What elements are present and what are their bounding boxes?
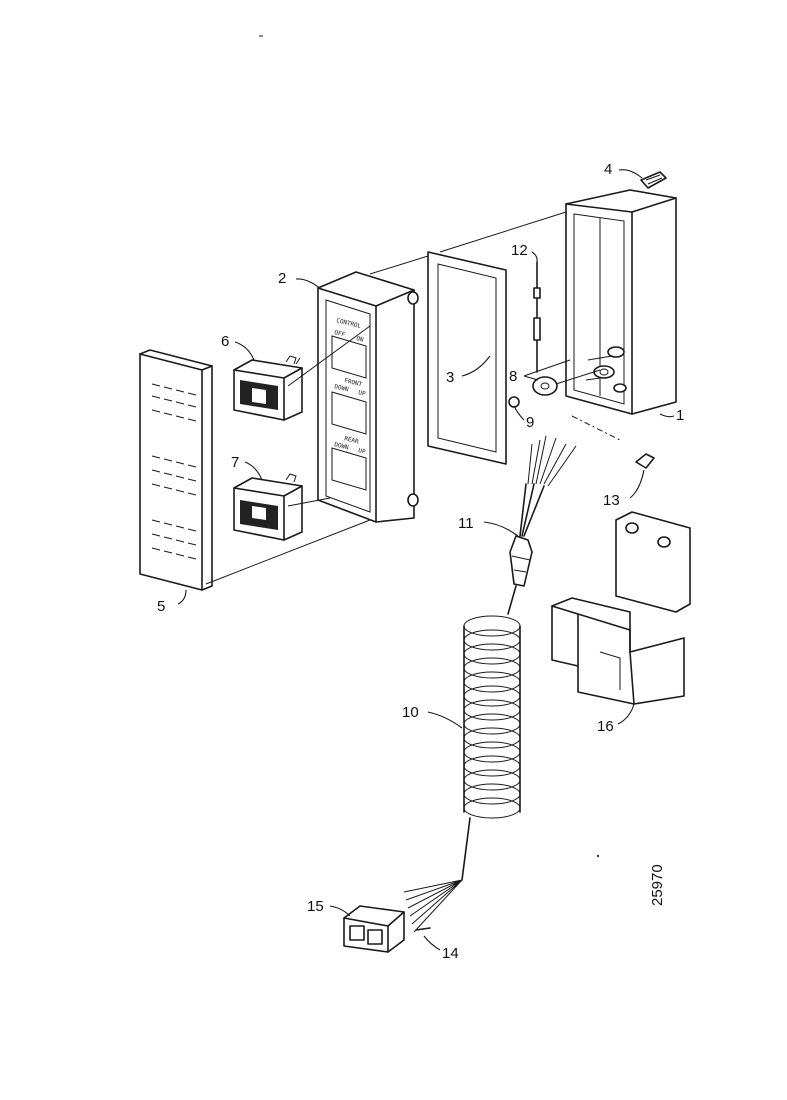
callout-6: 6 <box>221 333 229 350</box>
coiled-cable-part-10 <box>461 585 521 881</box>
nut-part-9 <box>508 396 520 408</box>
marking-rear-down: DOWN <box>334 441 350 451</box>
connector-part-15 <box>343 905 405 953</box>
speck <box>596 854 600 858</box>
marking-rear-up: UP <box>358 447 367 456</box>
callout-13: 13 <box>603 492 620 509</box>
callout-11: 11 <box>458 515 474 532</box>
marking-front-up: UP <box>358 389 367 398</box>
rear-housing-part-1 <box>565 189 677 415</box>
callout-4: 4 <box>604 161 612 178</box>
callout-15: 15 <box>307 898 324 915</box>
marking-off: OFF <box>334 329 347 339</box>
front-frame-part-2: CONTROL OFF ON FRONT DOWN UP REAR DOWN U… <box>317 271 419 523</box>
marking-rear: REAR <box>344 435 360 445</box>
cable-gland-part-11 <box>509 435 577 587</box>
gasket-part-3 <box>427 251 507 465</box>
marking-on: ON <box>356 335 365 344</box>
rocker-switch-part-7 <box>233 473 303 541</box>
callout-10: 10 <box>402 704 419 721</box>
callout-7: 7 <box>231 454 239 471</box>
callout-1: 1 <box>676 407 684 424</box>
clip-part-13 <box>635 453 655 469</box>
figure-reference-number: 25970 <box>649 864 666 906</box>
callout-5: 5 <box>157 598 165 615</box>
fuse-holder-part-8 <box>523 359 601 396</box>
rocker-switch-part-6 <box>233 355 303 421</box>
callout-9: 9 <box>526 414 534 431</box>
callout-8: 8 <box>509 368 517 385</box>
callout-3: 3 <box>446 369 454 386</box>
callout-leaders <box>177 169 675 951</box>
callout-14: 14 <box>442 945 459 962</box>
bracket-part-16 <box>551 511 691 705</box>
callout-16: 16 <box>597 718 614 735</box>
marking-front-down: DOWN <box>334 383 350 393</box>
assembly-lines <box>205 211 567 585</box>
fuse-part-12 <box>533 261 541 373</box>
wires-part-14 <box>403 879 463 933</box>
screw-part-4 <box>640 171 667 189</box>
label-panel-part-5 <box>139 349 213 591</box>
callout-2: 2 <box>278 270 286 287</box>
marking-front: FRONT <box>344 377 364 388</box>
callout-12: 12 <box>511 242 528 259</box>
